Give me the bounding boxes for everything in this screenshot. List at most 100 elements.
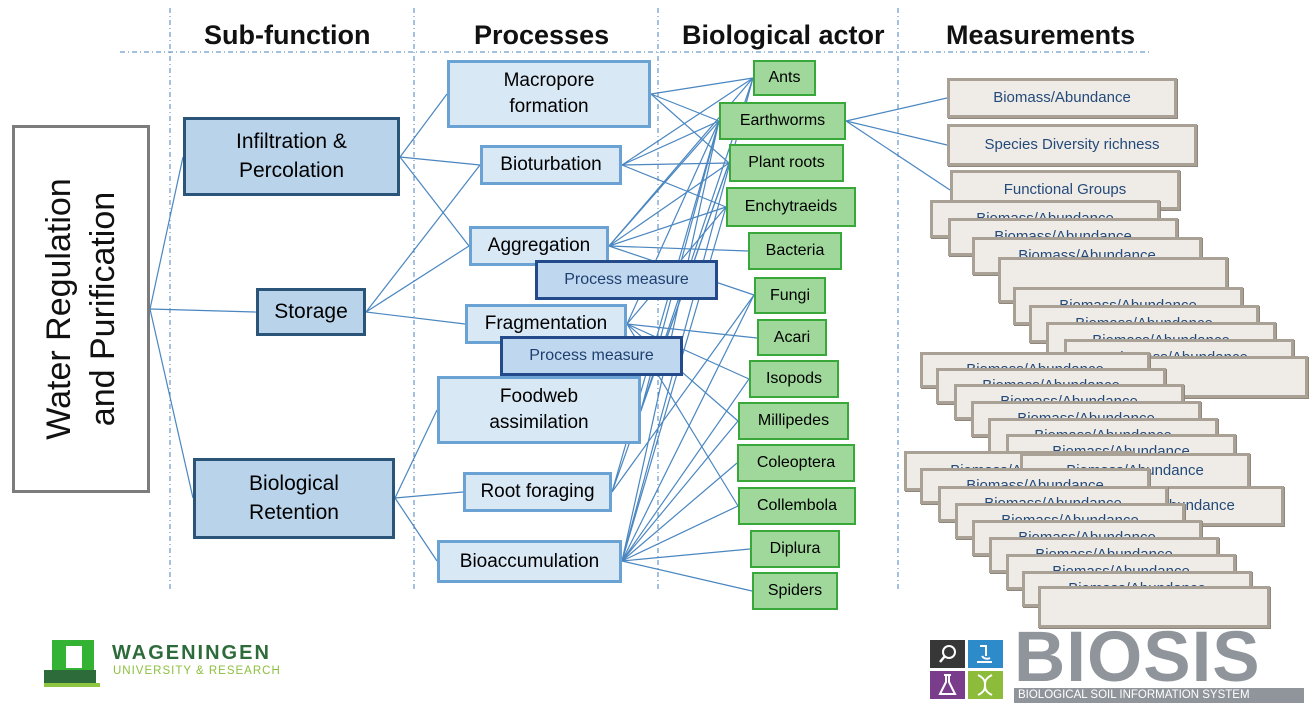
process-measure-label: Process measure [564, 271, 689, 289]
process-label-line1: Foodweb [499, 386, 579, 408]
actor-label: Diplura [769, 540, 821, 558]
root-function-line1: Water Regulation [39, 178, 78, 440]
actor-label: Millipedes [757, 412, 830, 430]
process-actor-connector [621, 560, 753, 592]
actor-bacteria: Bacteria [748, 232, 842, 270]
actor-label: Collembola [756, 497, 838, 515]
wageningen-tagline: UNIVERSITY & RESEARCH [113, 665, 281, 677]
actor-measurement-connector [845, 97, 948, 122]
process-bioturbation: Bioturbation [480, 145, 622, 185]
subfunction-process-connector [394, 497, 438, 562]
dna-icon [968, 671, 1003, 699]
actor-spiders: Spiders [752, 572, 838, 610]
process-actor-connector [608, 120, 720, 247]
measurement-species-diversity: Species Diversity richness [947, 124, 1197, 166]
subfunction-storage: Storage [256, 288, 366, 336]
process-actor-connector [621, 505, 739, 562]
actor-isopods: Isopods [749, 360, 839, 398]
actor-plant-roots: Plant roots [729, 144, 844, 182]
root-function-label: Water Regulation and Purification [37, 178, 125, 439]
measurement-label: Species Diversity richness [984, 135, 1160, 153]
flask-icon [930, 671, 965, 699]
process-actor-connector [650, 93, 720, 122]
process-measure-box: Process measure [535, 260, 718, 300]
actor-label: Earthworms [739, 112, 826, 130]
measurement-biomass-abundance: Biomass/Abundance [947, 78, 1177, 118]
process-actor-connector [650, 77, 754, 95]
root-function-box: Water Regulation and Purification [12, 125, 150, 493]
measurement-label: Biomass/Abundance [993, 88, 1131, 106]
actor-label: Fungi [769, 286, 811, 304]
header-processes: Processes [474, 20, 610, 50]
root-connector-line [149, 308, 194, 499]
subfunction-process-connector [399, 156, 481, 166]
wageningen-name: WAGENINGEN [112, 642, 271, 664]
process-actor-connector [621, 294, 755, 562]
subfunction-process-connector [394, 409, 438, 499]
subfunction-label-line1: Biological [249, 472, 339, 496]
magnifier-icon [930, 640, 965, 668]
process-bioaccumulation: Bioaccumulation [437, 540, 622, 583]
process-label-line2: formation [509, 96, 589, 117]
actor-enchytraeids: Enchytraeids [726, 187, 856, 227]
root-connector-line [149, 308, 257, 313]
biosis-icon-grid [930, 640, 1003, 699]
actor-label: Acari [773, 328, 811, 346]
measurement-label: Functional Groups [1003, 180, 1127, 198]
process-actor-connector [621, 164, 727, 208]
process-label: Bioturbation [500, 154, 602, 176]
actor-collembola: Collembola [738, 487, 856, 525]
process-label: Bioaccumulation [459, 550, 600, 572]
biosis-tagline: BIOLOGICAL SOIL INFORMATION SYSTEM [1014, 688, 1304, 703]
process-measure-label: Process measure [529, 347, 654, 365]
process-actor-connector [608, 162, 730, 247]
actor-acari: Acari [757, 319, 827, 356]
subfunction-label-line2: Retention [249, 500, 339, 524]
process-actor-connector [621, 162, 730, 166]
header-biological-actor: Biological actor [682, 20, 885, 50]
biosis-name: BIOSIS [1014, 618, 1261, 697]
subfunction-label-line2: Percolation [238, 158, 345, 182]
subfunction-process-connector [365, 311, 466, 325]
process-actor-connector [621, 462, 738, 562]
actor-label: Bacteria [765, 242, 825, 260]
actor-measurement-connector [845, 120, 951, 191]
process-root-foraging: Root foraging [463, 472, 612, 512]
process-macropore-formation: Macropore formation [447, 60, 651, 128]
actor-label: Spiders [767, 582, 823, 600]
process-label-line1: Macropore [503, 70, 595, 92]
process-label: Root foraging [480, 481, 595, 503]
actor-diplura: Diplura [750, 530, 840, 568]
process-actor-connector [608, 245, 749, 252]
actor-coleoptera: Coleoptera [737, 444, 855, 482]
process-actor-connector [621, 548, 751, 562]
root-connector-line [149, 156, 184, 310]
subfunction-process-connector [399, 93, 448, 158]
process-actor-connector [650, 93, 730, 164]
process-actor-connector [621, 378, 750, 562]
stacked-measurement-box [1038, 586, 1270, 628]
actor-label: Enchytraeids [744, 198, 838, 216]
process-label: Fragmentation [484, 313, 608, 335]
header-measurements: Measurements [946, 20, 1136, 50]
subfunction-label-line1: Infiltration & [236, 130, 347, 154]
actor-fungi: Fungi [754, 277, 826, 314]
subfunction-process-connector [399, 156, 470, 247]
actor-label: Plant roots [748, 154, 825, 172]
wageningen-logo-icon [44, 640, 100, 687]
actor-label: Ants [768, 69, 801, 87]
actor-ants: Ants [753, 60, 816, 96]
actor-label: Coleoptera [756, 454, 836, 472]
root-function-line2: and Purification [84, 191, 122, 427]
subfunction-process-connector [394, 491, 464, 499]
actor-earthworms: Earthworms [719, 102, 846, 140]
process-label: Aggregation [487, 235, 591, 257]
subfunction-label-line1: Storage [274, 299, 348, 323]
subfunction-process-connector [365, 245, 470, 313]
subfunction-infiltration-percolation: Infiltration & Percolation [183, 117, 400, 196]
actor-label: Isopods [765, 370, 823, 388]
microscope-icon [968, 640, 1003, 668]
